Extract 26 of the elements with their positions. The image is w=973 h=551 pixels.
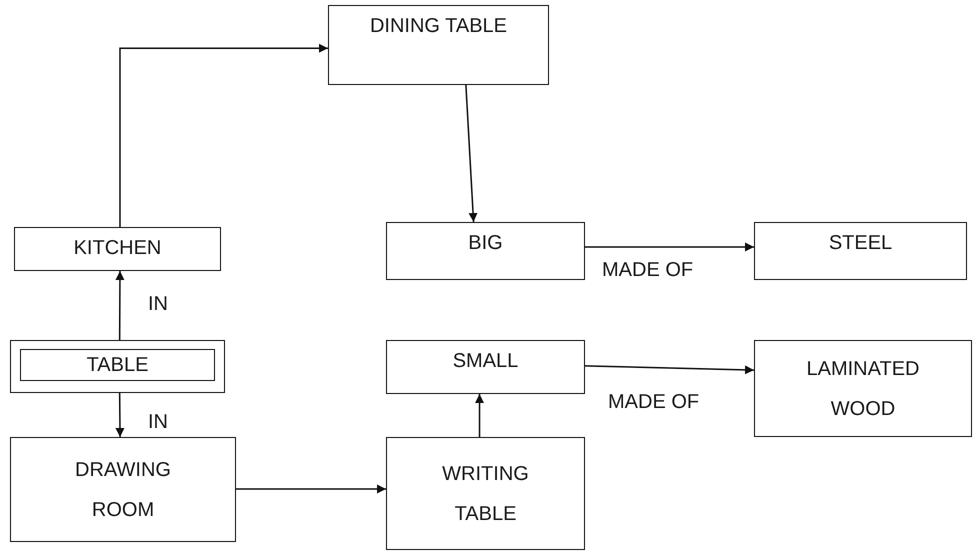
process-box <box>386 340 585 394</box>
process-box <box>328 5 549 85</box>
node-label: SMALL <box>452 349 518 374</box>
outer-frame <box>10 340 225 393</box>
process-box <box>10 437 236 542</box>
inner-framed-label: TABLE <box>20 349 215 381</box>
process-box <box>386 222 585 280</box>
arrow <box>236 484 386 494</box>
node-label: WRITING TABLE <box>441 462 530 526</box>
node-label: DRAWING ROOM <box>74 458 172 522</box>
arrow <box>584 365 754 374</box>
arrow <box>465 84 478 222</box>
process-box <box>754 340 972 437</box>
node-label: BIG <box>468 231 503 256</box>
node-label: STEEL <box>828 231 892 256</box>
node-label: KITCHEN <box>74 236 162 261</box>
arrow <box>475 394 484 437</box>
node-label: DINING TABLE <box>370 14 508 39</box>
arrow <box>115 393 124 437</box>
process-box <box>386 437 585 550</box>
arrow <box>585 242 754 252</box>
arrow <box>115 271 124 340</box>
arrow <box>119 44 328 227</box>
process-box <box>754 222 967 280</box>
process-box <box>14 227 221 271</box>
node-label: LAMINATED WOOD <box>806 356 920 422</box>
